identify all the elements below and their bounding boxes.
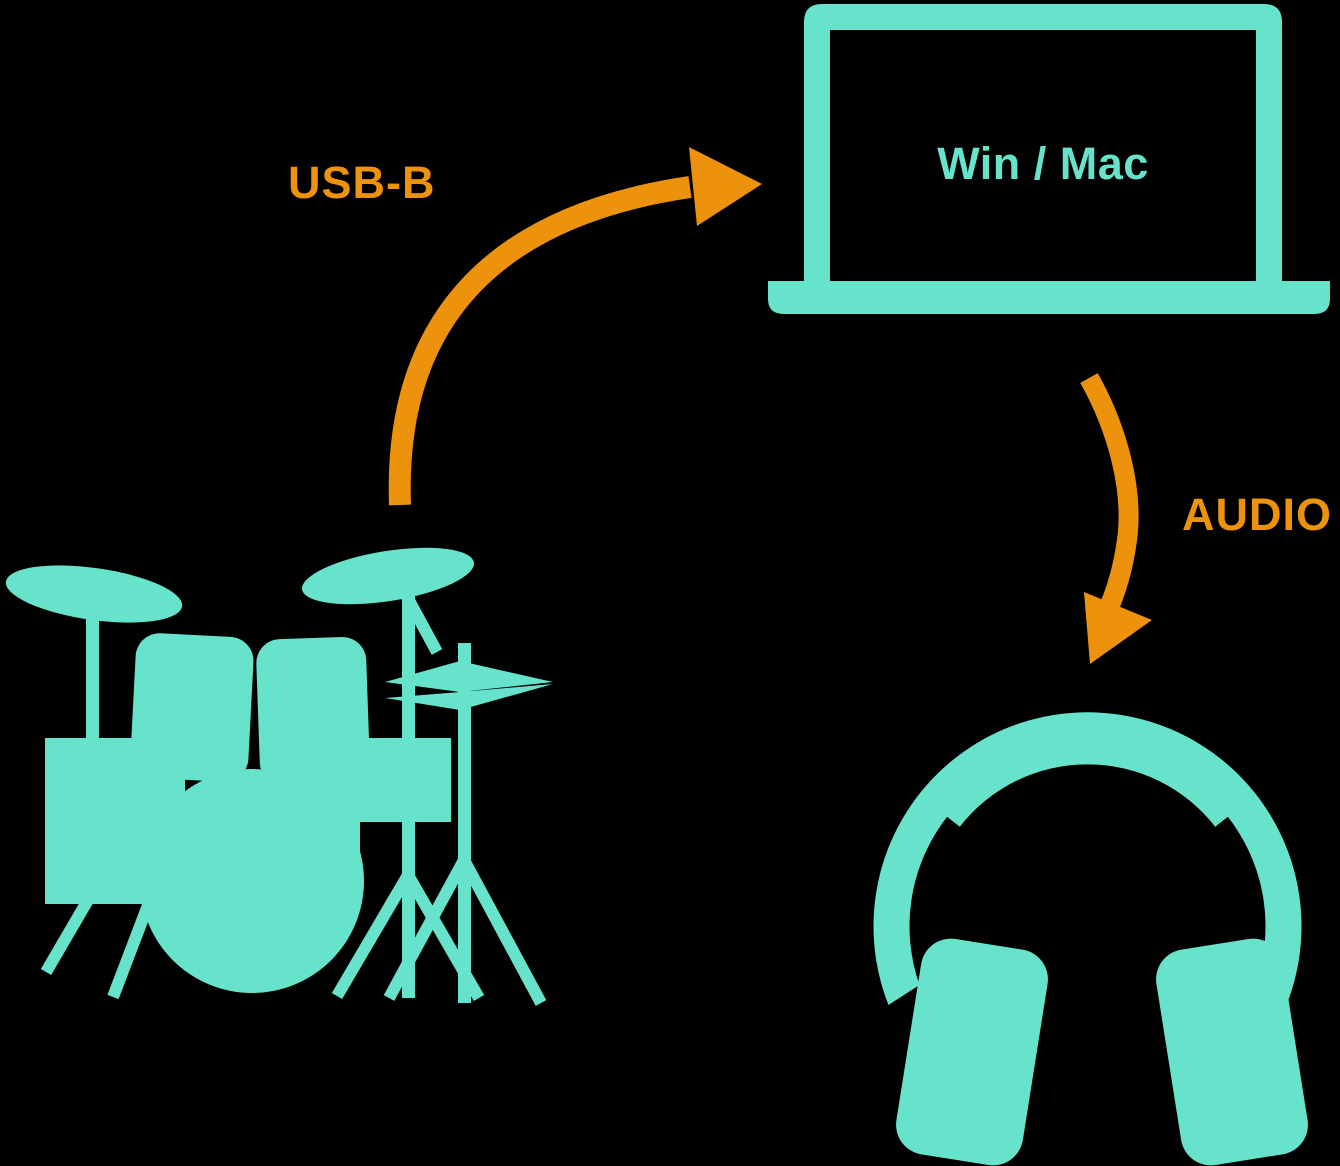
stand-leg-4	[458, 857, 547, 1006]
crash-cymbal-right	[301, 547, 475, 605]
headphones-icon	[873, 712, 1308, 1166]
laptop-icon	[768, 4, 1330, 314]
stand-leg-2	[402, 872, 485, 1001]
laptop-base	[768, 281, 1330, 314]
usb-arrow-head	[689, 147, 762, 226]
headphones-band-pad	[918, 712, 1257, 827]
audio-arrow-head	[1084, 592, 1152, 664]
usb-cable-label: USB-B	[288, 157, 436, 208]
drum-kit-icon	[5, 547, 553, 1006]
audio-cable-label: AUDIO	[1182, 489, 1332, 540]
ear-cup-left	[896, 938, 1048, 1166]
crash-cymbal-left	[5, 565, 183, 623]
hi-hat-cymbal-top	[385, 661, 553, 692]
tom-drum-right	[256, 636, 370, 787]
laptop-os-label: Win / Mac	[937, 138, 1149, 189]
tom-drum-left	[130, 633, 254, 782]
cymbal-stand-left	[86, 598, 99, 748]
audio-arrow	[1080, 373, 1152, 664]
usb-arrow-shaft	[388, 176, 692, 506]
cymbal-stand-right	[402, 580, 415, 998]
stand-leg-1	[331, 871, 414, 1000]
ear-cup-right	[1156, 938, 1308, 1166]
bass-leg-left	[40, 896, 94, 976]
hi-hat-stand	[458, 643, 471, 1003]
bass-drum	[140, 769, 364, 993]
usb-arrow	[388, 147, 762, 506]
stand-leg-3	[383, 857, 470, 1001]
bass-leg-right	[107, 897, 156, 1000]
hi-hat-cymbal-bottom	[385, 684, 553, 710]
audio-arrow-shaft	[1080, 373, 1139, 617]
